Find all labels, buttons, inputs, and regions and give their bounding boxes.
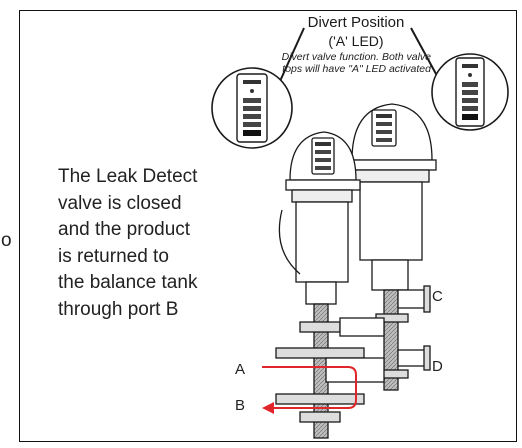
description-text: The Leak Detect valve is closed and the … (58, 166, 198, 320)
led-callout-right (431, 53, 509, 131)
stray-glyph: o (1, 230, 12, 251)
figure-title: Divert Position (307, 14, 405, 31)
led-callout-left (211, 67, 293, 149)
port-label-c: C (432, 288, 443, 305)
port-label-b: B (235, 397, 246, 414)
figure-note: Divert valve function. Both valve tops w… (281, 51, 431, 75)
port-label-d: D (432, 358, 443, 375)
flow-arrow (262, 366, 357, 414)
led-a-active-right (462, 114, 478, 120)
valve-front (275, 131, 385, 439)
port-label-a: A (235, 361, 246, 378)
figure-subtitle: ('A' LED) (328, 33, 384, 49)
valve-rear (347, 103, 437, 391)
led-a-active-left (243, 130, 261, 136)
